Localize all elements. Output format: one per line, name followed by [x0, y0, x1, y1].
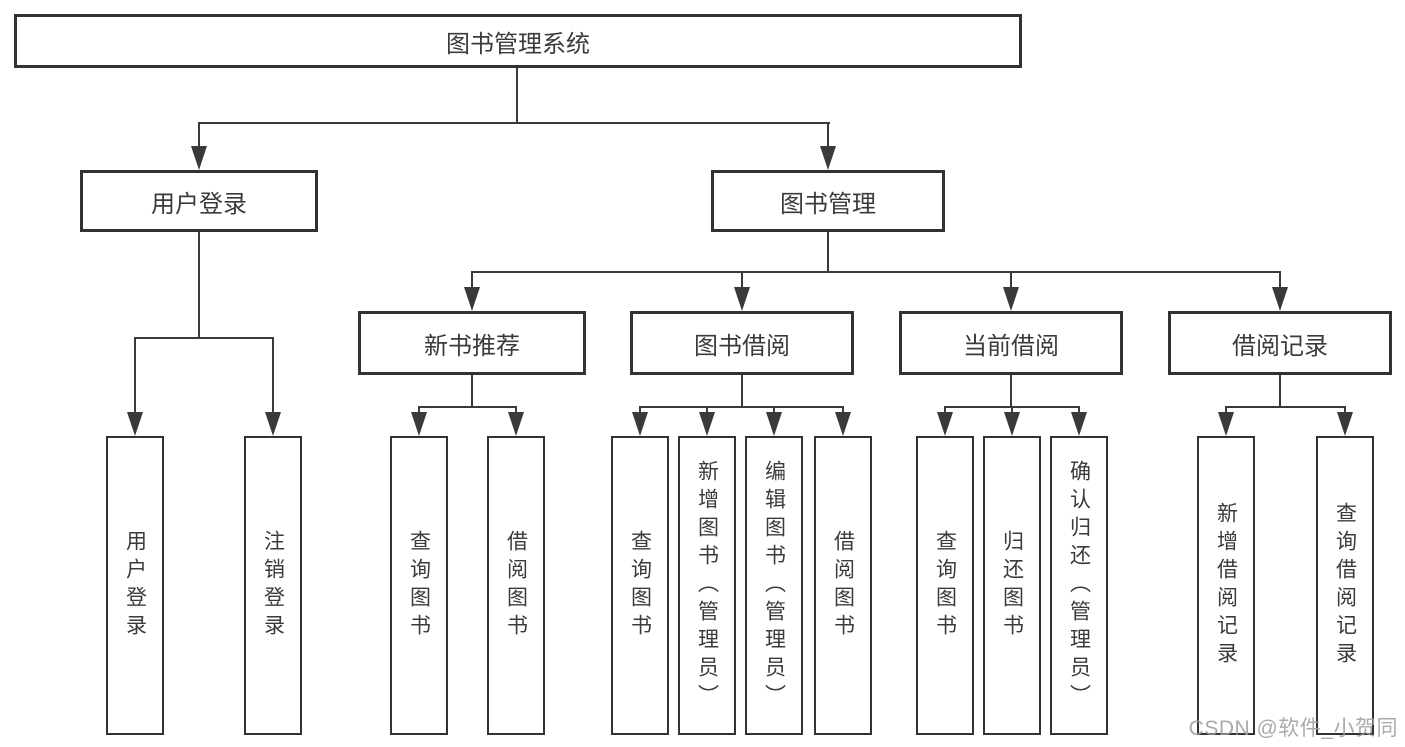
leaf-edit-books-admin: 编辑图书（管理员） [745, 436, 803, 735]
leaf-query-books-borrowing: 查询图书 [611, 436, 669, 735]
arrow-add-books-admin [699, 412, 715, 436]
connector-drop-c1 [944, 406, 946, 414]
arrow-query-books-a [411, 412, 427, 436]
connector-drop-current-borrowing [1010, 271, 1012, 289]
node-user-login: 用户登录 [80, 170, 318, 232]
leaf-borrow-books-borrowing: 借阅图书 [814, 436, 872, 735]
connector-current-borrowing-stem [1010, 375, 1012, 408]
arrow-return-books [1004, 412, 1020, 436]
node-book-borrowing: 图书借阅 [630, 311, 854, 375]
connector-level3-bus [471, 271, 1281, 273]
leaf-borrow-books-recommendation: 借阅图书 [487, 436, 545, 735]
leaf-user-login: 用户登录 [106, 436, 164, 735]
csdn-watermark: CSDN @软件_小贺同学 [1188, 717, 1398, 740]
connector-drop-book-management [827, 122, 829, 148]
connector-new-book-bus [418, 406, 517, 408]
leaf-logout: 注销登录 [244, 436, 302, 735]
connector-drop-login [134, 337, 136, 414]
connector-book-borrowing-stem [741, 375, 743, 408]
connector-drop-a2 [515, 406, 517, 414]
node-book-management: 图书管理 [711, 170, 945, 232]
node-new-book-recommendation: 新书推荐 [358, 311, 586, 375]
connector-drop-c2 [1011, 406, 1013, 414]
connector-book-management-stem [827, 232, 829, 273]
arrow-login [127, 412, 143, 436]
leaf-query-books-current: 查询图书 [916, 436, 974, 735]
leaf-confirm-return-admin: 确认归还（管理员） [1050, 436, 1108, 735]
connector-level2-bus [198, 122, 830, 124]
arrow-add-borrow-record [1218, 412, 1234, 436]
connector-drop-b4 [842, 406, 844, 414]
connector-drop-b1 [639, 406, 641, 414]
connector-drop-d2 [1344, 406, 1346, 414]
arrow-borrow-books-a [508, 412, 524, 436]
connector-new-book-stem [471, 375, 473, 408]
arrow-borrow-books-b [835, 412, 851, 436]
connector-borrowing-records-stem [1279, 375, 1281, 408]
connector-drop-b3 [773, 406, 775, 414]
arrow-query-books-b [632, 412, 648, 436]
connector-drop-c3 [1078, 406, 1080, 414]
leaf-query-borrow-record: 查询借阅记录 [1316, 436, 1374, 735]
connector-drop-new-book [471, 271, 473, 289]
arrow-query-books-c [937, 412, 953, 436]
leaf-query-books-recommendation: 查询图书 [390, 436, 448, 735]
arrow-logout [265, 412, 281, 436]
connector-drop-user-login [198, 122, 200, 148]
connector-user-login-stem [198, 232, 200, 338]
node-borrowing-records: 借阅记录 [1168, 311, 1392, 375]
connector-user-login-bus [134, 337, 274, 339]
connector-drop-d1 [1225, 406, 1227, 414]
connector-drop-a1 [418, 406, 420, 414]
connector-borrowing-records-bus [1225, 406, 1346, 408]
arrow-confirm-return-admin [1071, 412, 1087, 436]
connector-drop-b2 [706, 406, 708, 414]
arrow-user-login [191, 146, 207, 170]
arrow-book-borrowing [734, 287, 750, 311]
arrow-query-borrow-record [1337, 412, 1353, 436]
connector-root-stem [516, 68, 518, 123]
arrow-book-management [820, 146, 836, 170]
node-current-borrowing: 当前借阅 [899, 311, 1123, 375]
connector-drop-logout [272, 337, 274, 414]
connector-drop-book-borrowing [741, 271, 743, 289]
leaf-add-borrow-record: 新增借阅记录 [1197, 436, 1255, 735]
arrow-borrowing-records [1272, 287, 1288, 311]
arrow-edit-books-admin [766, 412, 782, 436]
node-root-library-management-system: 图书管理系统 [14, 14, 1022, 68]
arrow-current-borrowing [1003, 287, 1019, 311]
connector-book-borrowing-bus [639, 406, 844, 408]
leaf-return-books: 归还图书 [983, 436, 1041, 735]
leaf-add-books-admin: 新增图书（管理员） [678, 436, 736, 735]
connector-drop-borrowing-records [1279, 271, 1281, 289]
arrow-new-book-recommendation [464, 287, 480, 311]
